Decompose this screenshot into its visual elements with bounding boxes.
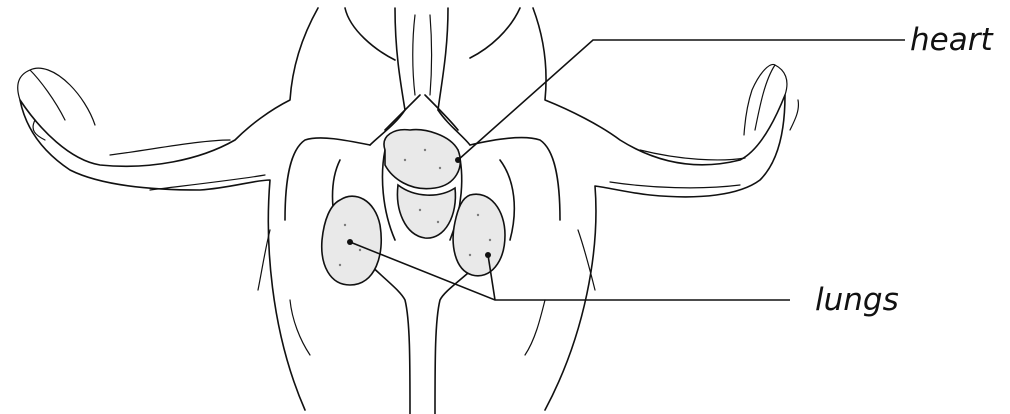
heart-label: heart	[910, 22, 994, 58]
heart-leader	[455, 40, 905, 163]
heart-organ	[384, 130, 460, 238]
lungs-leader	[347, 239, 790, 300]
head-region	[345, 8, 520, 110]
left-arm	[18, 68, 265, 190]
lungs-label: lungs	[815, 282, 899, 318]
